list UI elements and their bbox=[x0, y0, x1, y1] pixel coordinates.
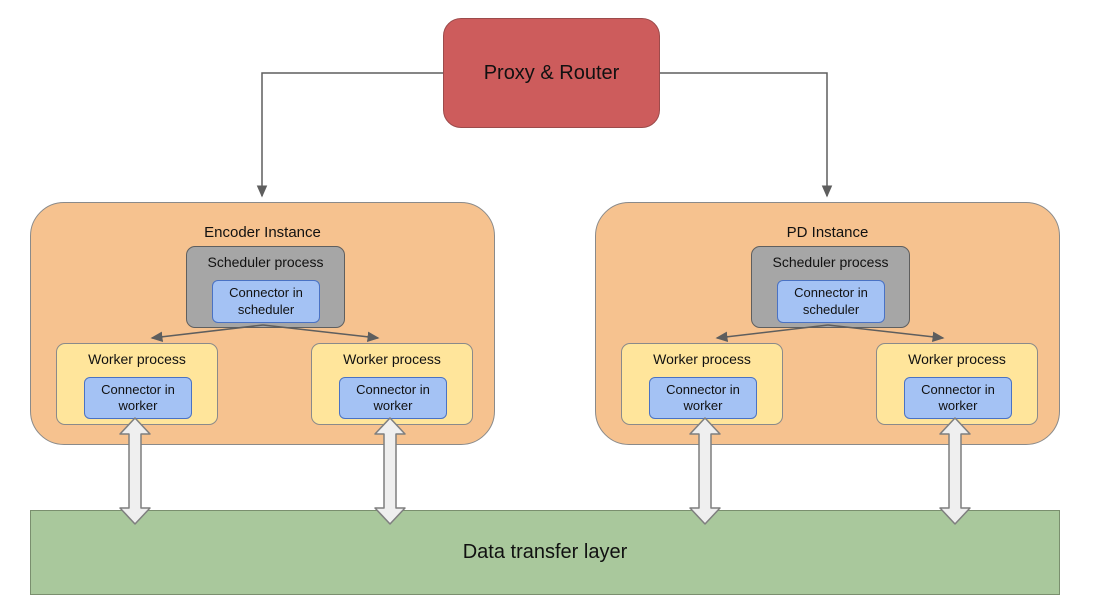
connector-in-worker-label: Connector in worker bbox=[101, 381, 175, 413]
data-transfer-layer-node: Data transfer layer bbox=[30, 510, 1060, 595]
connector-in-scheduler-label: Connector in scheduler bbox=[229, 285, 303, 317]
scheduler-process-label: Scheduler process bbox=[207, 254, 324, 270]
connector-in-worker-label: Connector in worker bbox=[666, 381, 740, 413]
connector-in-worker-node: Connector in worker bbox=[84, 377, 192, 419]
worker-process-label: Worker process bbox=[343, 351, 441, 367]
worker-process-node: Worker process Connector in worker bbox=[621, 343, 783, 425]
pd-instance-title: PD Instance bbox=[786, 224, 869, 241]
connector-in-worker-node: Connector in worker bbox=[339, 377, 447, 419]
connector-in-worker-label: Connector in worker bbox=[921, 381, 995, 413]
proxy-to-pd-arrow bbox=[660, 72, 833, 198]
connector-in-worker-node: Connector in worker bbox=[649, 377, 757, 419]
worker-process-node: Worker process Connector in worker bbox=[876, 343, 1038, 425]
scheduler-process-node: Scheduler process Connector in scheduler bbox=[751, 246, 910, 328]
scheduler-process-label: Scheduler process bbox=[772, 254, 889, 270]
proxy-router-label: Proxy & Router bbox=[483, 61, 620, 84]
worker-process-label: Worker process bbox=[88, 351, 186, 367]
pd-instance-container: PD Instance Scheduler process Connector … bbox=[595, 202, 1060, 445]
worker-process-label: Worker process bbox=[653, 351, 751, 367]
worker-process-node: Worker process Connector in worker bbox=[311, 343, 473, 425]
data-transfer-layer-label: Data transfer layer bbox=[462, 541, 628, 563]
connector-in-scheduler-node: Connector in scheduler bbox=[777, 280, 885, 323]
proxy-router-node: Proxy & Router bbox=[443, 18, 660, 128]
proxy-to-encoder-arrow bbox=[256, 72, 443, 198]
worker-process-node: Worker process Connector in worker bbox=[56, 343, 218, 425]
connector-in-scheduler-label: Connector in scheduler bbox=[794, 285, 868, 317]
worker-process-label: Worker process bbox=[908, 351, 1006, 367]
connector-in-worker-node: Connector in worker bbox=[904, 377, 1012, 419]
scheduler-process-node: Scheduler process Connector in scheduler bbox=[186, 246, 345, 328]
encoder-instance-title: Encoder Instance bbox=[204, 224, 321, 241]
encoder-instance-container: Encoder Instance Scheduler process Conne… bbox=[30, 202, 495, 445]
connector-in-worker-label: Connector in worker bbox=[356, 381, 430, 413]
connector-in-scheduler-node: Connector in scheduler bbox=[212, 280, 320, 323]
